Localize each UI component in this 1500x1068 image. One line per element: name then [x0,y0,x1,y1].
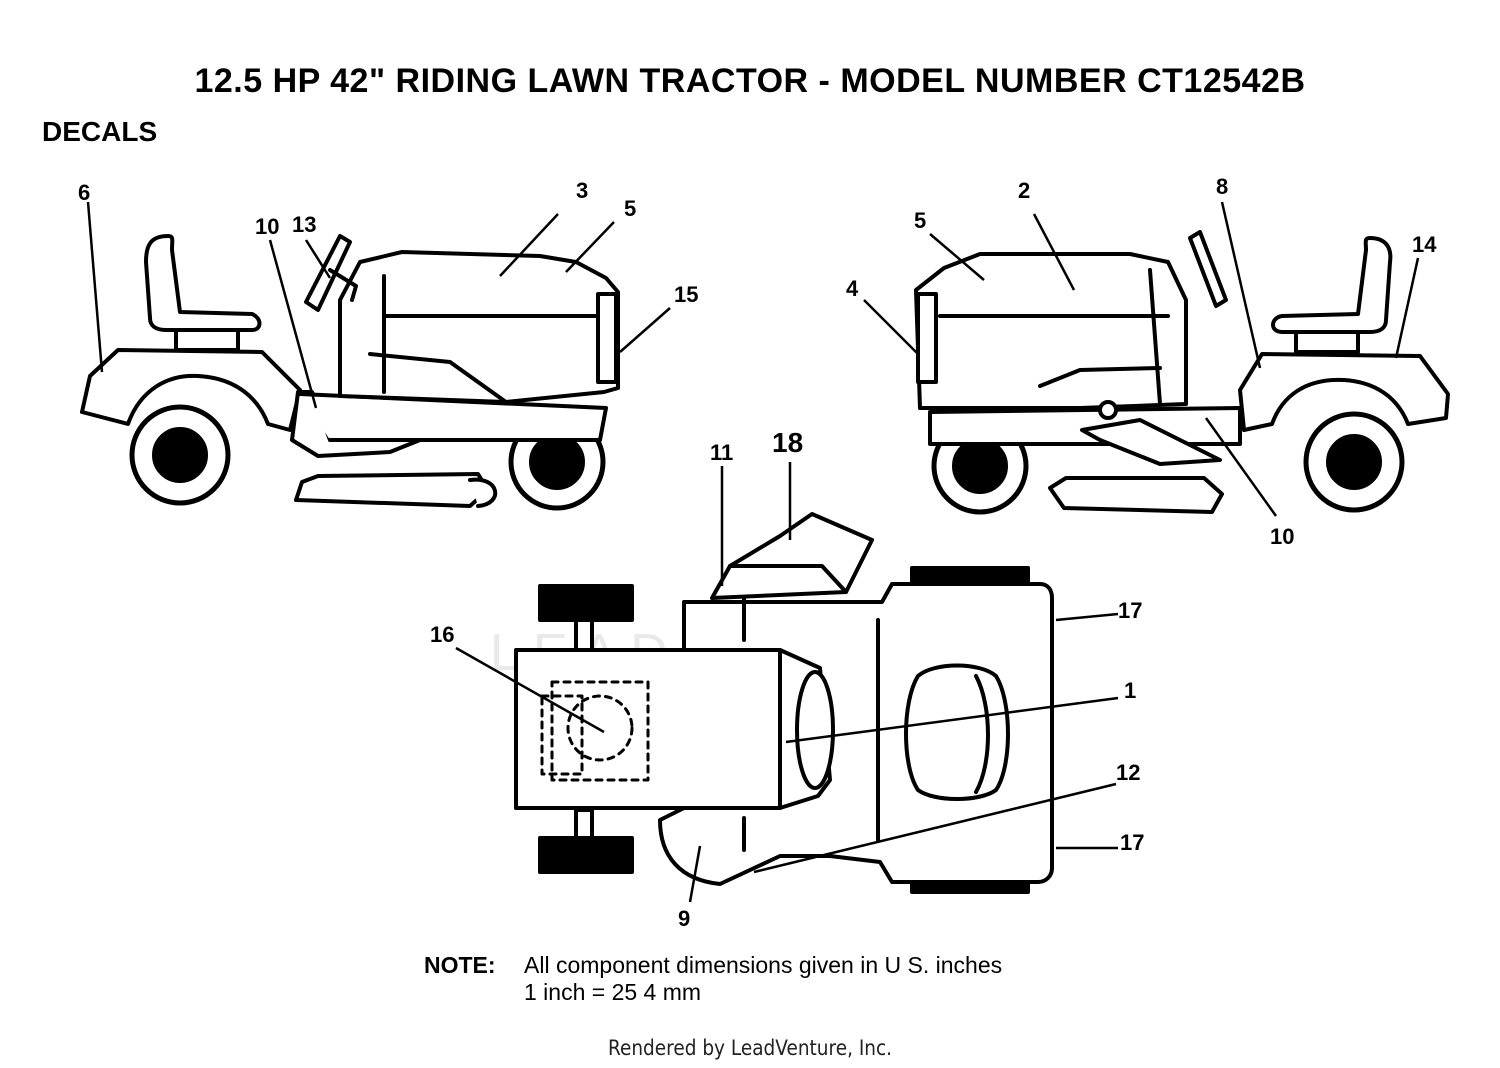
callout-label: 1 [1124,678,1136,703]
callout-label: 2 [1018,178,1030,203]
dimension-note: NOTE: All component dimensions given in … [424,952,1002,1006]
callout-labels-right: 2 5 4 8 14 10 [846,174,1437,549]
callout-label: 16 [430,622,454,647]
tractor-top-view [514,512,1054,894]
callout-label: 4 [846,276,859,301]
callout-label: 9 [678,906,690,931]
callout-label: 12 [1116,760,1140,785]
callout-label: 14 [1412,232,1437,257]
callout-label: 10 [1270,524,1294,549]
callout-label: 17 [1118,598,1142,623]
footer-credit: Rendered by LeadVenture, Inc. [607,1036,893,1060]
callout-labels-left: 6 10 13 3 5 15 [78,178,698,307]
callout-label: 5 [914,208,926,233]
callout-label: 15 [674,282,698,307]
page-title: 12.5 HP 42" RIDING LAWN TRACTOR - MODEL … [194,62,1306,100]
callout-label: 5 [624,196,636,221]
callout-label: 13 [292,212,316,237]
callout-label: 11 [710,440,733,465]
note-body: All component dimensions given in U S. i… [524,952,1002,1006]
tractor-left-side-view [80,234,620,511]
note-label: NOTE: [424,952,496,978]
callout-labels-top: 11 18 16 17 1 12 17 9 [430,427,1144,931]
callout-label: 8 [1216,174,1228,199]
section-title: DECALS [42,116,158,147]
leader-lines [86,201,1420,903]
tractor-right-side-view [914,230,1450,515]
callout-label: 6 [78,180,90,205]
callout-label: 17 [1120,830,1144,855]
callout-label: 10 [255,214,279,239]
note-line-1: All component dimensions given in U S. i… [524,952,1003,978]
note-line-2: 1 inch = 25 4 mm [524,979,702,1005]
callout-label: 18 [772,427,803,458]
callout-label: 3 [576,178,588,203]
